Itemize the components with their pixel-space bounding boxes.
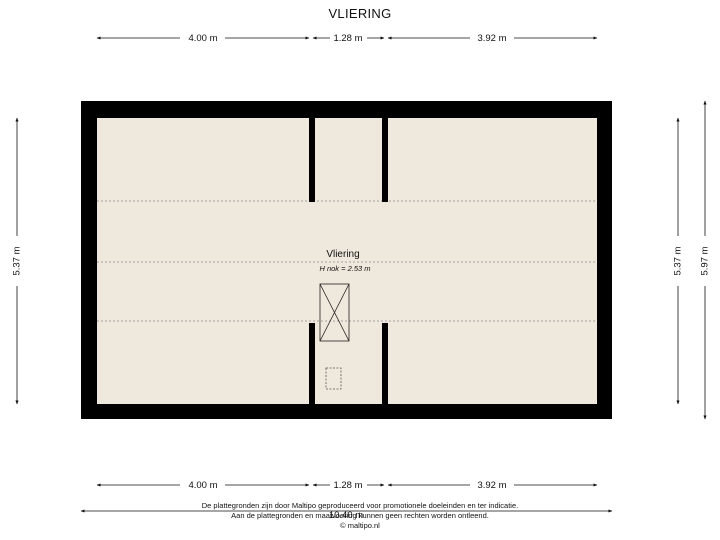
dim-top-middle: 1.28 m <box>333 33 362 44</box>
dim-bottom-total: 10.40 m <box>329 510 363 521</box>
roof-lines <box>97 200 597 322</box>
dim-top-left: 4.00 m <box>188 33 217 44</box>
inner-wall-right-bottom <box>382 323 388 404</box>
dim-bottom-right: 3.92 m <box>477 480 506 491</box>
dim-top-right: 3.92 m <box>477 33 506 44</box>
plan-title: VLIERING <box>328 6 392 21</box>
disclaimer-line-1: De plattegronden zijn door Maltipo gepro… <box>201 501 519 510</box>
inner-wall-right-top <box>382 118 388 202</box>
dim-left-height: 5.37 m <box>12 246 23 275</box>
dim-bottom-middle: 1.28 m <box>333 480 362 491</box>
ridge-height: H nok = 2.53 m <box>319 264 370 273</box>
inner-wall-left-top <box>309 118 315 202</box>
dim-right-outer-height: 5.97 m <box>700 246 711 275</box>
room-name: Vliering <box>326 249 359 260</box>
disclaimer: De plattegronden zijn door Maltipo gepro… <box>0 501 720 531</box>
dim-right-inner-height: 5.37 m <box>673 246 684 275</box>
disclaimer-line-2: Aan de plattegronden en maatvoering kunn… <box>231 511 489 520</box>
dim-bottom-left: 4.00 m <box>188 480 217 491</box>
hatch-symbol <box>319 283 350 342</box>
inner-wall-left-bottom <box>309 323 315 404</box>
disclaimer-line-3: © maltipo.nl <box>340 521 380 530</box>
fixture-outline <box>325 367 342 390</box>
floor-area <box>97 118 597 404</box>
